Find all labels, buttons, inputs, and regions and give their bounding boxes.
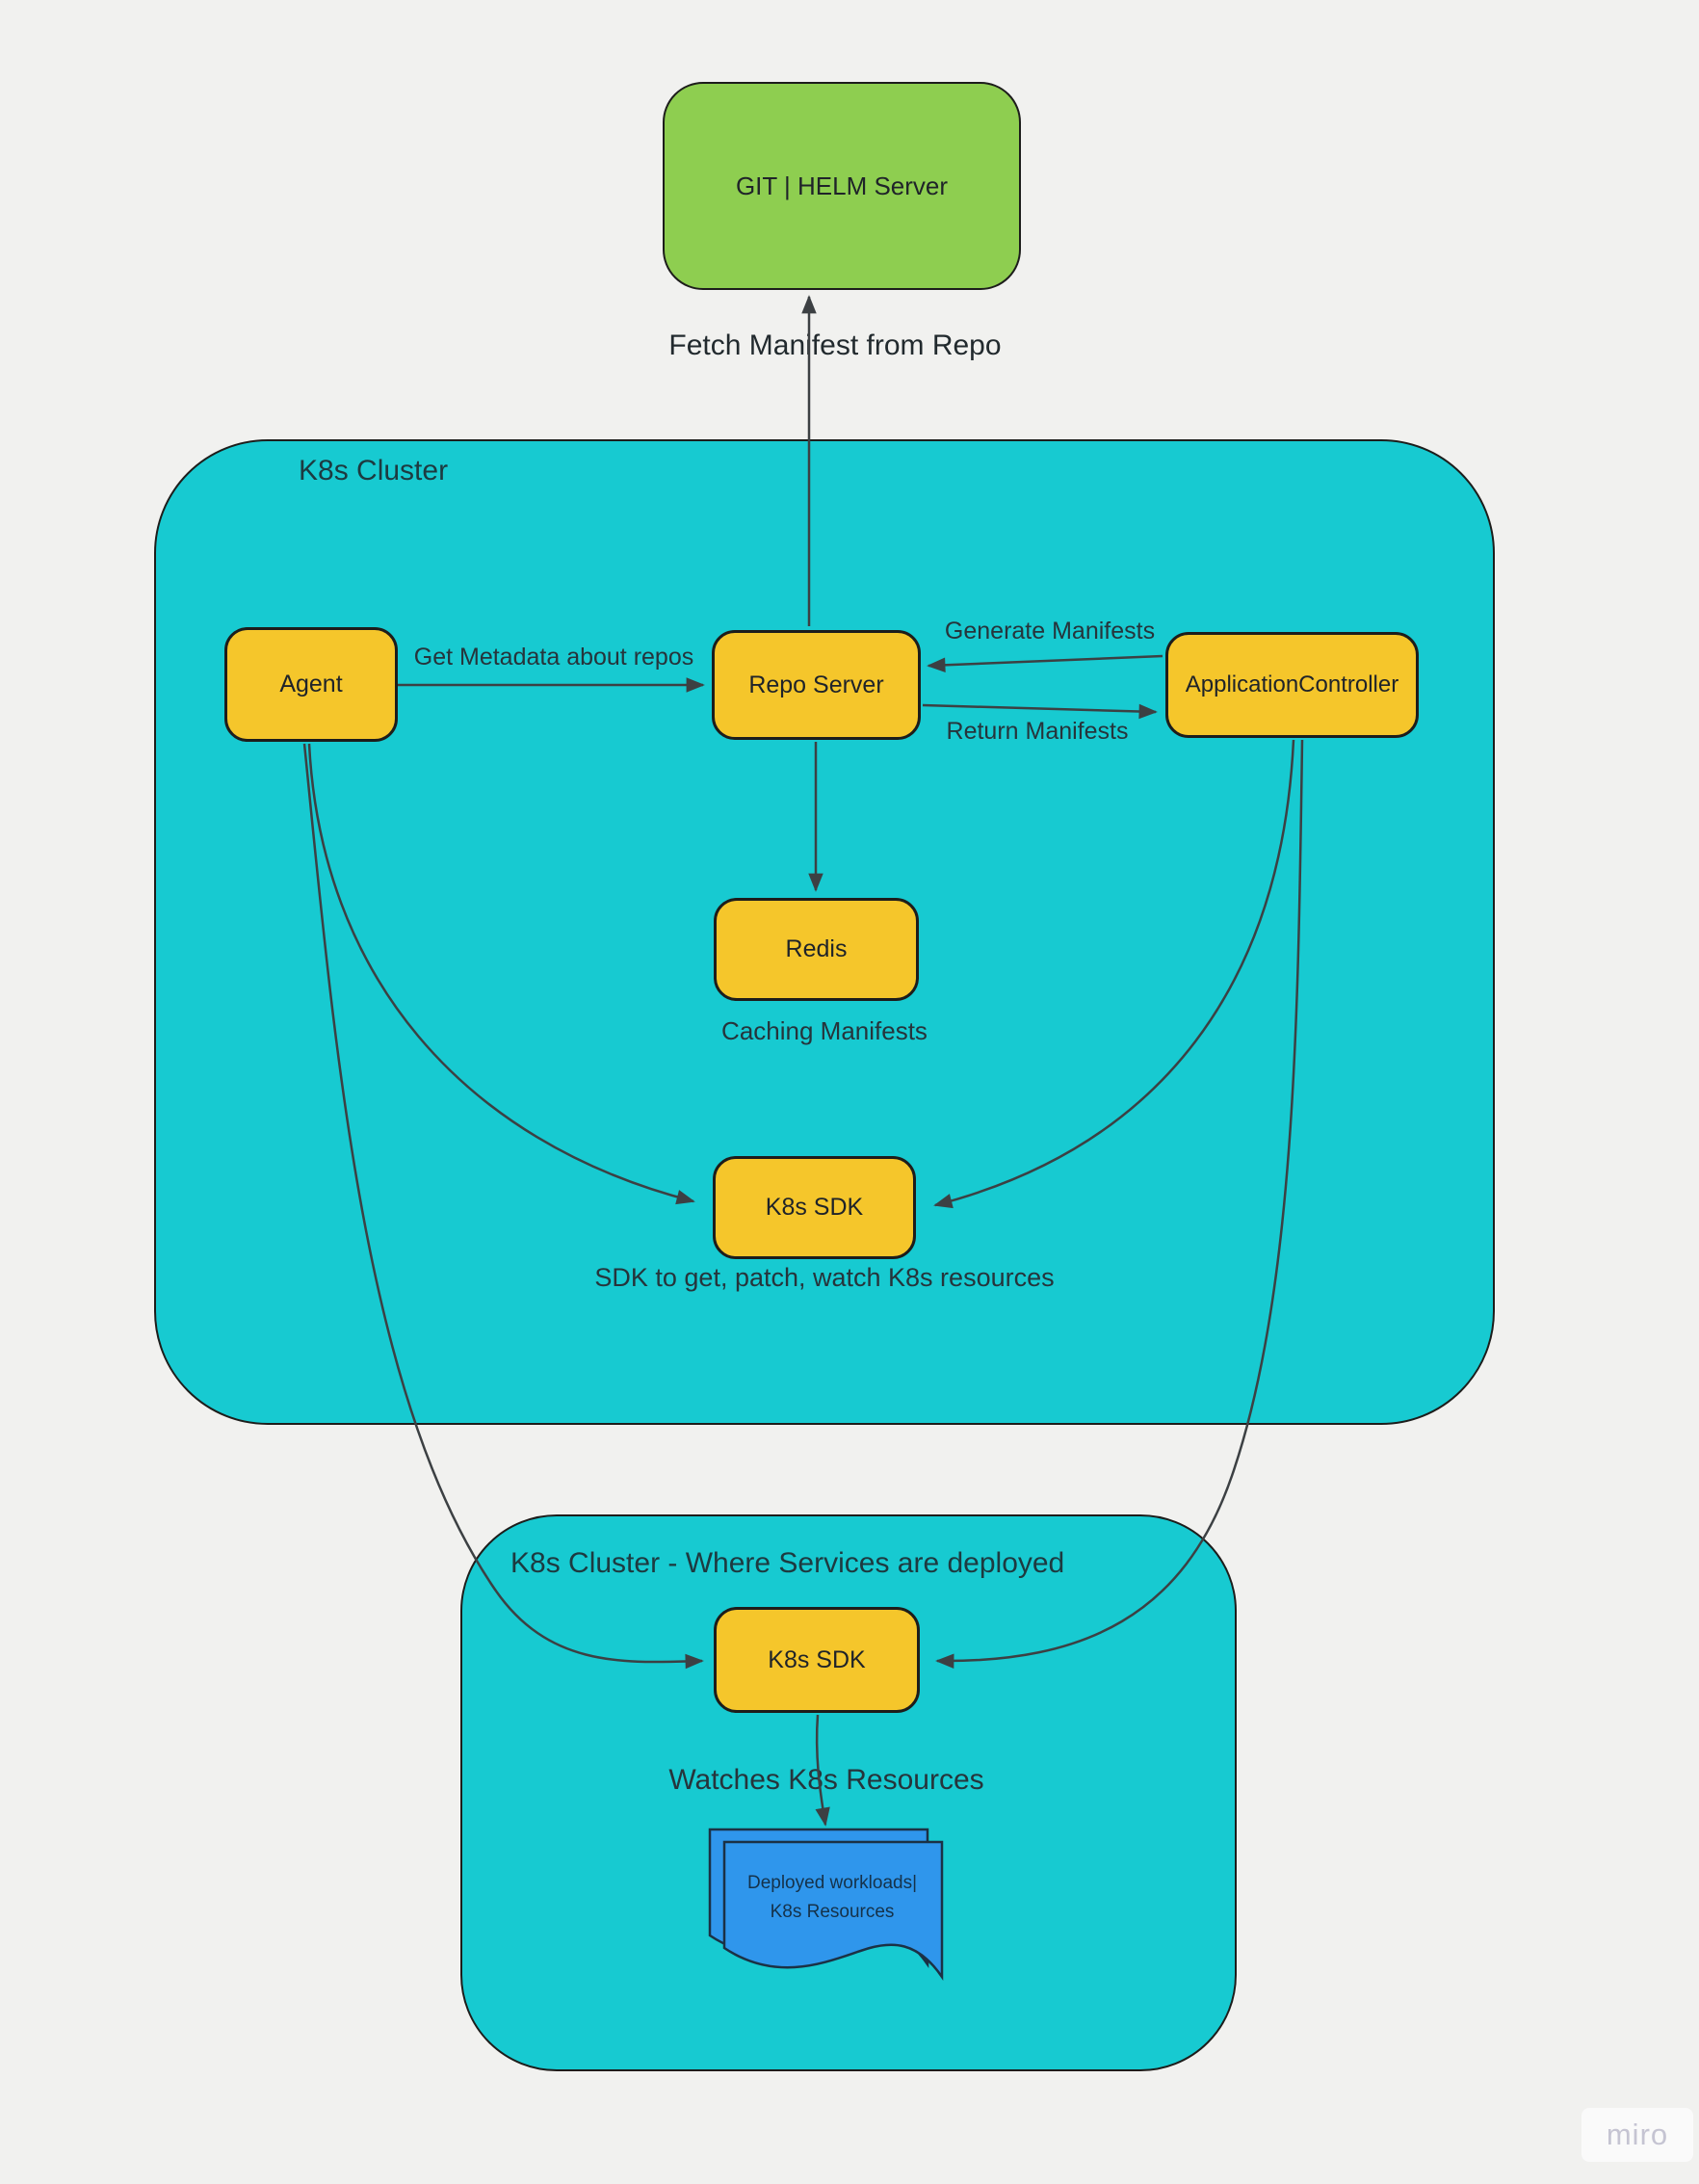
document-front-sheet [722, 1840, 944, 1982]
edge-agent-to-sdk2 [302, 743, 704, 1670]
edge-sdk2-to-workloads [815, 1714, 830, 1827]
node-k8s-sdk-deploy-label: K8s SDK [768, 1645, 866, 1673]
edge-appcontroller-to-sdk2 [935, 739, 1304, 1669]
document-workloads-shape[interactable] [708, 1828, 944, 1982]
edge-label-sdk-description: SDK to get, patch, watch K8s resources [594, 1263, 1055, 1292]
node-application-controller-label: ApplicationController [1185, 671, 1399, 697]
cluster-k8s-main-title: K8s Cluster [299, 455, 449, 487]
edge-label-caching-manifests: Caching Manifests [721, 1016, 928, 1045]
edge-label-generate-manifests: Generate Manifests [944, 618, 1156, 645]
edge-appcontroller-to-sdk1 [933, 739, 1295, 1209]
node-repo-server[interactable]: Repo Server [712, 630, 921, 740]
edge-label-get-metadata: Get Metadata about repos [413, 644, 694, 671]
node-git-helm-server[interactable]: GIT | HELM Server [663, 82, 1021, 290]
document-workloads-label-line1: Deployed workloads| [746, 1873, 918, 1893]
edge-appcontroller-to-repo [927, 654, 1163, 673]
edge-agent-to-sdk1 [307, 743, 695, 1205]
node-k8s-sdk-deploy[interactable]: K8s SDK [714, 1607, 920, 1713]
node-repo-server-label: Repo Server [748, 671, 884, 698]
node-application-controller[interactable]: ApplicationController [1165, 632, 1419, 738]
node-agent[interactable]: Agent [224, 627, 398, 742]
edge-label-watches-resources: Watches K8s Resources [668, 1764, 984, 1796]
cluster-k8s-deploy-title: K8s Cluster - Where Services are deploye… [510, 1547, 1065, 1579]
miro-watermark[interactable]: miro [1581, 2108, 1693, 2162]
edge-label-return-manifests: Return Manifests [946, 718, 1129, 745]
edge-label-fetch-manifest: Fetch Manifest from Repo [668, 329, 1002, 361]
node-redis[interactable]: Redis [714, 898, 919, 1001]
node-redis-label: Redis [785, 935, 848, 962]
node-agent-label: Agent [279, 671, 343, 697]
document-workloads-label: Deployed workloads| K8s Resources [730, 1869, 934, 1928]
node-k8s-sdk-main-label: K8s SDK [765, 1194, 864, 1221]
node-git-helm-server-label: GIT | HELM Server [735, 171, 949, 200]
document-workloads-label-line2: K8s Resources [770, 1902, 895, 1923]
node-k8s-sdk-main[interactable]: K8s SDK [713, 1156, 916, 1259]
edge-repo-to-appcontroller [922, 703, 1158, 720]
